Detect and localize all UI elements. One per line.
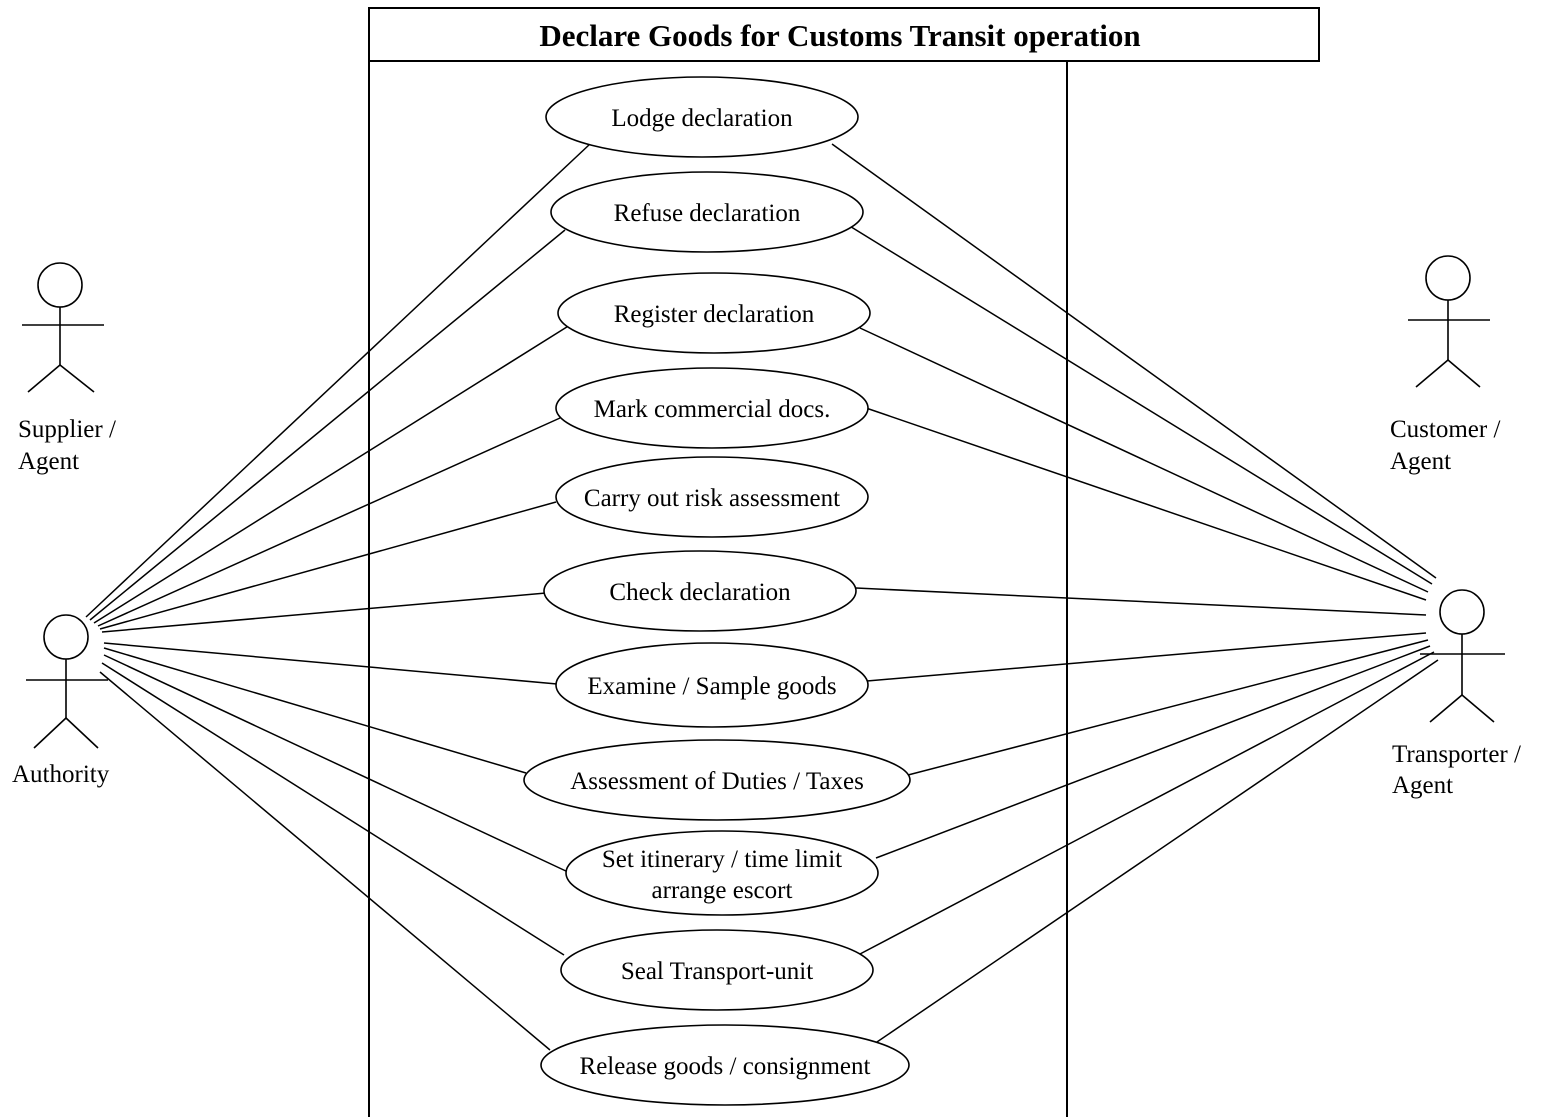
diagram-title: Declare Goods for Customs Transit operat…: [539, 18, 1140, 53]
actor-authority[interactable]: Authority: [12, 614, 110, 788]
association-transporter-mark: [865, 407, 1427, 601]
association-transporter-refuse: [847, 224, 1433, 585]
association-authority-refuse: [89, 229, 566, 621]
association-authority-register: [93, 324, 571, 624]
stick-figure-icon: [22, 262, 104, 393]
association-transporter-lodge: [831, 143, 1437, 579]
use-case-ellipse: [545, 76, 859, 158]
actor-label: Transporter /: [1392, 741, 1521, 768]
use-case-label: Carry out risk assessment: [584, 485, 840, 512]
association-lines: [85, 143, 1439, 1051]
use-case-examine[interactable]: Examine / Sample goods: [555, 642, 869, 728]
use-case-mark[interactable]: Mark commercial docs.: [555, 367, 869, 449]
stick-figure-icon: [26, 614, 108, 749]
use-case-ellipse: [555, 367, 869, 449]
association-authority-examine: [103, 642, 558, 685]
use-case-ellipse: [560, 929, 874, 1011]
use-case-label: Set itinerary / time limit: [602, 846, 842, 873]
use-case-label: Mark commercial docs.: [594, 396, 831, 423]
actor-customer[interactable]: Customer / Agent: [1390, 255, 1500, 475]
stick-figure-icon: [1420, 589, 1505, 723]
actor-label: Agent: [18, 448, 79, 475]
use-case-label: Examine / Sample goods: [587, 673, 836, 700]
association-authority-check: [101, 592, 547, 633]
association-authority-lodge: [85, 143, 591, 618]
use-case-ellipse: [543, 550, 857, 632]
system-boundary: Declare Goods for Customs Transit operat…: [368, 7, 1320, 1117]
actor-label: Customer /: [1390, 416, 1500, 443]
use-case-label: Seal Transport-unit: [621, 958, 813, 985]
actor-label: Authority: [12, 761, 110, 788]
use-case-itinerary[interactable]: Set itinerary / time limit arrange escor…: [565, 830, 879, 916]
association-authority-risk: [99, 501, 557, 630]
actor-label: Agent: [1392, 772, 1453, 799]
title-box: [368, 7, 1320, 62]
use-case-label: Refuse declaration: [614, 200, 801, 227]
use-case-ellipse: [550, 171, 864, 253]
use-case-lodge[interactable]: Lodge declaration: [545, 76, 859, 158]
association-transporter-examine: [866, 632, 1427, 682]
association-authority-seal: [101, 662, 565, 956]
association-authority-duties: [103, 647, 527, 774]
association-transporter-itinerary: [875, 645, 1431, 859]
use-case-label: Lodge declaration: [611, 105, 793, 132]
actor-supplier[interactable]: Supplier / Agent: [18, 262, 116, 475]
association-transporter-register: [859, 327, 1429, 593]
use-case-ellipse: [523, 739, 911, 821]
use-case-check[interactable]: Check declaration: [543, 550, 857, 632]
association-transporter-check: [855, 587, 1427, 616]
stick-figure-icon: [1408, 255, 1490, 388]
use-case-ellipse: [555, 642, 869, 728]
use-case-refuse[interactable]: Refuse declaration: [550, 171, 864, 253]
use-case-register[interactable]: Register declaration: [557, 272, 871, 354]
use-case-ellipse: [555, 456, 869, 538]
actor-label: Agent: [1390, 448, 1451, 475]
association-authority-release: [99, 671, 551, 1051]
use-case-seal[interactable]: Seal Transport-unit: [560, 929, 874, 1011]
use-case-label: Register declaration: [614, 301, 815, 328]
use-case-label: Release goods / consignment: [580, 1053, 871, 1080]
use-case-label: Check declaration: [609, 579, 791, 606]
association-transporter-release: [873, 659, 1439, 1045]
use-case-label: arrange escort: [652, 877, 793, 904]
use-cases: Lodge declaration Refuse declaration Reg…: [523, 76, 911, 1106]
use-case-ellipse: [540, 1024, 910, 1106]
association-authority-mark: [97, 417, 561, 627]
use-case-release[interactable]: Release goods / consignment: [540, 1024, 910, 1106]
use-case-risk[interactable]: Carry out risk assessment: [555, 456, 869, 538]
association-authority-itinerary: [103, 654, 569, 873]
use-case-ellipse: [565, 830, 879, 916]
use-case-label: Assessment of Duties / Taxes: [570, 768, 864, 795]
association-transporter-seal: [859, 651, 1435, 955]
use-case-duties[interactable]: Assessment of Duties / Taxes: [523, 739, 911, 821]
association-transporter-duties: [907, 639, 1429, 776]
actor-transporter[interactable]: Transporter / Agent: [1392, 589, 1521, 799]
use-case-ellipse: [557, 272, 871, 354]
actor-label: Supplier /: [18, 416, 116, 443]
